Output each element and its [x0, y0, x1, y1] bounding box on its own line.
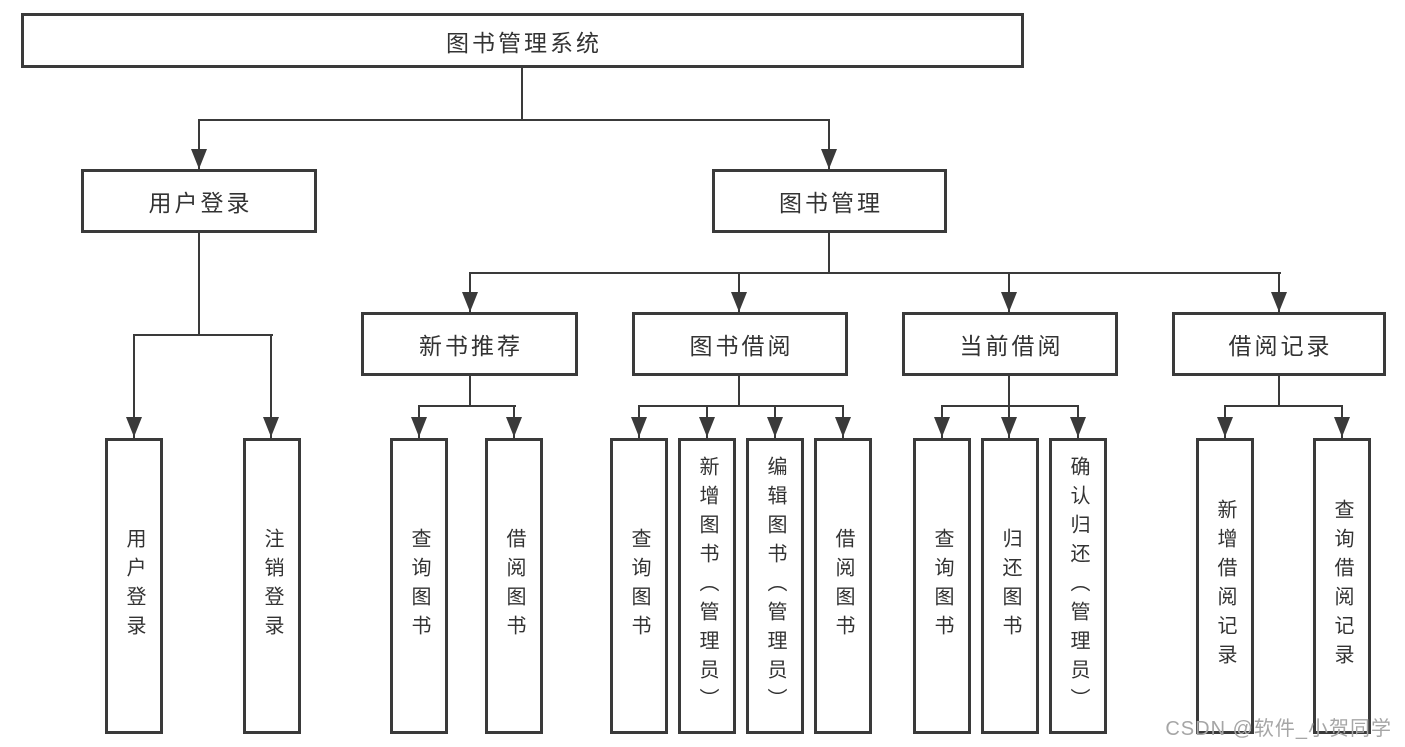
leaf-edit-books-admin: 编辑图书（管理员） — [746, 438, 804, 734]
leaf-logout: 注销登录 — [243, 438, 301, 734]
leaf-add-borrow-record: 新增借阅记录 — [1196, 438, 1254, 734]
connector — [1278, 376, 1280, 406]
arrowhead-down-icon — [411, 417, 427, 437]
arrowhead-down-icon — [191, 149, 207, 169]
arrowhead-down-icon — [1334, 417, 1350, 437]
leaf-return-books: 归还图书 — [981, 438, 1039, 734]
connector — [521, 68, 523, 120]
node-book-borrowing: 图书借阅 — [632, 312, 848, 376]
arrowhead-down-icon — [1001, 417, 1017, 437]
connector — [738, 376, 740, 406]
connector — [1008, 376, 1010, 406]
connector — [133, 334, 135, 438]
arrowhead-down-icon — [699, 417, 715, 437]
connector — [1224, 405, 1343, 407]
node-current-borrowing: 当前借阅 — [902, 312, 1118, 376]
connector — [828, 119, 830, 169]
connector — [198, 233, 200, 335]
arrowhead-down-icon — [1271, 292, 1287, 312]
node-user-login: 用户登录 — [81, 169, 317, 233]
node-library-management-system: 图书管理系统 — [21, 13, 1024, 68]
connector — [198, 119, 830, 121]
connector — [198, 119, 200, 169]
node-book-management: 图书管理 — [712, 169, 947, 233]
arrowhead-down-icon — [835, 417, 851, 437]
leaf-query-books-current: 查询图书 — [913, 438, 971, 734]
arrowhead-down-icon — [1217, 417, 1233, 437]
arrowhead-down-icon — [126, 417, 142, 437]
arrowhead-down-icon — [731, 292, 747, 312]
arrowhead-down-icon — [821, 149, 837, 169]
leaf-query-borrow-record: 查询借阅记录 — [1313, 438, 1371, 734]
leaf-borrow-books-borrowing: 借阅图书 — [814, 438, 872, 734]
arrowhead-down-icon — [263, 417, 279, 437]
arrowhead-down-icon — [767, 417, 783, 437]
leaf-query-books-borrowing: 查询图书 — [610, 438, 668, 734]
connector — [828, 233, 830, 273]
node-borrowing-records: 借阅记录 — [1172, 312, 1386, 376]
arrowhead-down-icon — [462, 292, 478, 312]
arrowhead-down-icon — [934, 417, 950, 437]
arrowhead-down-icon — [1070, 417, 1086, 437]
connector — [270, 334, 272, 438]
connector — [469, 272, 1281, 274]
arrowhead-down-icon — [1001, 292, 1017, 312]
arrowhead-down-icon — [631, 417, 647, 437]
leaf-borrow-books-recommend: 借阅图书 — [485, 438, 543, 734]
leaf-add-books-admin: 新增图书（管理员） — [678, 438, 736, 734]
node-new-book-recommendation: 新书推荐 — [361, 312, 578, 376]
leaf-query-books-recommend: 查询图书 — [390, 438, 448, 734]
arrowhead-down-icon — [506, 417, 522, 437]
connector — [638, 405, 844, 407]
leaf-user-login: 用户登录 — [105, 438, 163, 734]
connector — [133, 334, 273, 336]
leaf-confirm-return-admin: 确认归还（管理员） — [1049, 438, 1107, 734]
connector — [941, 405, 1079, 407]
connector — [418, 405, 516, 407]
csdn-watermark: CSDN @软件_小贺同学 — [1165, 718, 1392, 740]
connector — [469, 376, 471, 406]
